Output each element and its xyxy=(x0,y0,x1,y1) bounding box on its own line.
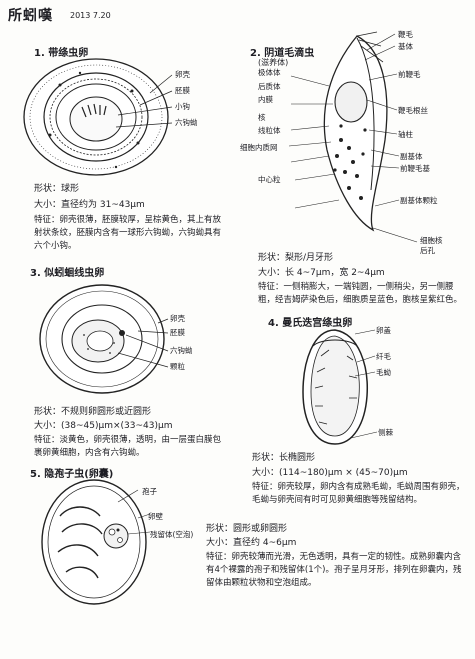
trich-label-2: 后质体 xyxy=(258,82,281,91)
section2-feature: 特征：一侧稍膨大，一端钝圆，一侧稍尖，另一侧腰粗，经吉姆萨染色后，细胞质呈蓝色，… xyxy=(258,282,463,305)
section5-size: 大小：直径约 4~6μm xyxy=(206,538,297,548)
spiro-label-cilia: 纤毛 xyxy=(376,352,391,361)
trich-label-r2: 基体 xyxy=(398,42,413,51)
taenia-label-shell: 卵壳 xyxy=(175,70,190,79)
ascaris-label-embryophore: 胚膜 xyxy=(170,328,185,337)
cryptosporidium-drawing xyxy=(41,479,151,605)
trich-label-4: 核 xyxy=(258,113,266,122)
trich-label-nucleus: 细胞核 xyxy=(420,236,443,245)
page-title: 所蚓嘆 xyxy=(8,8,53,24)
ascaris-label-shell: 卵壳 xyxy=(170,314,185,323)
trich-label-r4: 鞭毛根丝 xyxy=(398,106,428,115)
taenia-label-oncosphere: 六钩蚴 xyxy=(175,118,198,127)
spiro-label-miracidium: 毛蚴 xyxy=(376,368,391,377)
section3-heading: 3. 似蚓蛔线虫卵 xyxy=(30,268,105,279)
trich-label-r1: 鞭毛 xyxy=(398,30,413,39)
trich-label-pore: 后孔 xyxy=(420,246,435,255)
trichomonas-drawing xyxy=(288,31,418,243)
section4-shape: 形状：长椭圆形 xyxy=(252,453,316,463)
section1-size: 大小：直径约为 31~43μm xyxy=(34,200,145,210)
section2-shape: 形状：梨形/月牙形 xyxy=(258,253,334,263)
crypto-label-wall: 卵壁 xyxy=(148,512,163,521)
section5-feature: 特征：卵壳较薄而光滑，无色透明，具有一定的韧性。成熟卵囊内含有4个裸露的孢子和残… xyxy=(206,552,462,588)
spirometra-egg-drawing xyxy=(302,329,378,445)
section1-feature: 特征：卵壳很薄，胚膜较厚，呈棕黄色，其上有放射状条纹，胚膜内含有一球形六钩蚴，六… xyxy=(34,215,222,251)
ascaris-egg-drawing xyxy=(39,284,169,394)
section5-shape: 形状：圆形或卵圆形 xyxy=(206,524,288,534)
section3-feature: 特征：淡黄色，卵壳很薄，透明，由一层蛋白膜包裹卵黄细胞，内含有六钩蚴。 xyxy=(34,435,222,458)
section2-subheading: (滋养体) xyxy=(258,58,289,67)
crypto-label-residual: 残留体(空泡) xyxy=(150,530,194,539)
section2-size: 大小：长 4~7μm，宽 2~4μm xyxy=(258,268,385,278)
spiro-label-spine: 侧棘 xyxy=(378,428,393,437)
ascaris-label-granules: 颗粒 xyxy=(170,362,185,371)
taenia-egg-drawing xyxy=(23,58,173,176)
section2-heading: 2. 阴道毛滴虫 xyxy=(250,48,315,59)
crypto-label-sporozoite: 孢子 xyxy=(142,487,157,496)
trich-label-r8: 副基体颗粒 xyxy=(400,196,438,205)
trich-label-6: 细胞内质网 xyxy=(240,143,278,152)
section4-size: 大小：(114~180)μm × (45~70)μm xyxy=(252,468,408,478)
trich-label-5: 线粒体 xyxy=(258,126,281,135)
trich-label-centriole: 中心粒 xyxy=(258,175,281,184)
section1-shape: 形状：球形 xyxy=(34,184,80,194)
taenia-label-embryophore: 胚膜 xyxy=(175,86,190,95)
taenia-label-hooklets: 小钩 xyxy=(175,102,190,111)
trich-label-r3: 前鞭毛 xyxy=(398,70,421,79)
section3-size: 大小：(38~45)μm×(33~43)μm xyxy=(34,421,173,431)
spiro-label-operculum: 卵盖 xyxy=(376,326,391,335)
section3-shape: 形状：不规则卵圆形或近圆形 xyxy=(34,407,152,417)
trich-label-1: 极体体 xyxy=(258,68,281,77)
page-date: 2013 7.20 xyxy=(70,11,111,20)
trich-label-r7: 前鞭毛基 xyxy=(400,164,430,173)
ascaris-label-oncosphere: 六钩蚴 xyxy=(170,346,193,355)
trich-label-3: 内膜 xyxy=(258,95,273,104)
trich-label-r6: 副基体 xyxy=(400,152,423,161)
section4-heading: 4. 曼氏迭宫绦虫卵 xyxy=(268,318,353,329)
section4-feature: 特征：卵壳较厚，卵内含有成熟毛蚴，毛蚴周围有卵壳，毛蚴与卵壳间有时可见卵黄细胞等… xyxy=(252,482,465,505)
section1-heading: 1. 带绦虫卵 xyxy=(34,48,89,59)
trich-label-r5: 轴柱 xyxy=(398,130,413,139)
section5-heading: 5. 隐孢子虫(卵囊) xyxy=(30,469,114,480)
